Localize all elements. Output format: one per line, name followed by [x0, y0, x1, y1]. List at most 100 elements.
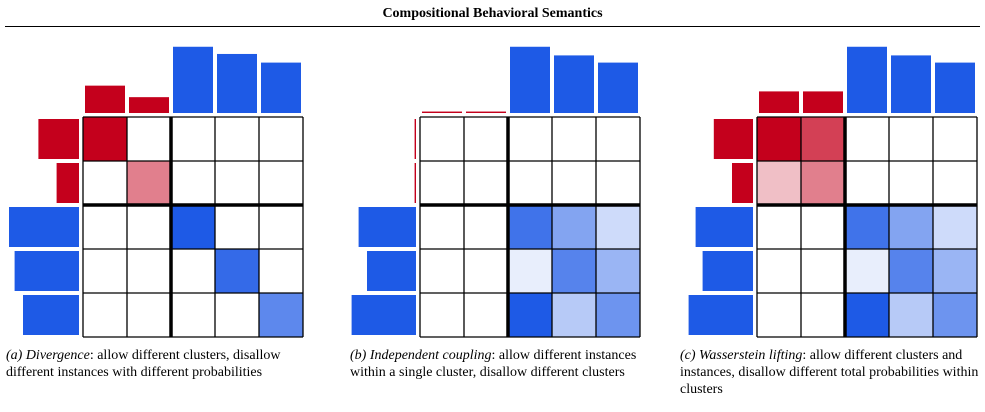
matrix-cell	[83, 117, 127, 161]
matrix-cell	[933, 249, 977, 293]
left-bar	[702, 251, 753, 291]
matrix-cell	[83, 293, 127, 337]
matrix-cell	[508, 293, 552, 337]
matrix-cell	[596, 205, 640, 249]
page-title: Compositional Behavioral Semantics	[382, 6, 603, 21]
header-rule	[5, 26, 980, 27]
matrix-cell	[420, 249, 464, 293]
top-bar	[935, 62, 975, 113]
matrix-cell	[259, 161, 303, 205]
matrix-cell	[757, 293, 801, 337]
left-bar	[414, 163, 416, 203]
matrix-cell	[933, 293, 977, 337]
left-bar	[56, 163, 79, 203]
top-bar	[129, 97, 169, 113]
caption-c: (c) Wasserstein lifting: allow different…	[680, 347, 980, 398]
matrix-cell	[508, 117, 552, 161]
left-bar	[23, 295, 79, 335]
matrix-cell	[420, 205, 464, 249]
matrix-cell	[889, 117, 933, 161]
matrix-cell	[464, 161, 508, 205]
matrix-cell	[464, 249, 508, 293]
top-bar	[85, 85, 125, 113]
matrix-cell	[127, 205, 171, 249]
matrix-cell	[933, 205, 977, 249]
matrix-cell	[757, 249, 801, 293]
matrix-cell	[933, 161, 977, 205]
left-bar	[688, 295, 753, 335]
left-bar	[14, 251, 80, 291]
matrix-cell	[508, 249, 552, 293]
matrix-cell	[801, 249, 845, 293]
matrix-cell	[552, 293, 596, 337]
matrix-cell	[845, 117, 889, 161]
top-bar	[554, 55, 594, 113]
caption-c-lead: (c) Wasserstein lifting	[680, 348, 803, 363]
matrix-cell	[259, 205, 303, 249]
matrix-cell	[171, 205, 215, 249]
matrix-cell	[464, 117, 508, 161]
matrix-cell	[889, 161, 933, 205]
top-bar	[217, 53, 257, 113]
caption-b-lead: (b) Independent coupling	[350, 348, 492, 363]
top-bar	[261, 62, 301, 113]
matrix-cell	[552, 249, 596, 293]
matrix-cell	[801, 161, 845, 205]
matrix-cell	[127, 161, 171, 205]
left-bar	[713, 119, 753, 159]
matrix-cell	[171, 293, 215, 337]
matrix-cell	[83, 249, 127, 293]
left-bar	[38, 119, 79, 159]
page-header: Compositional Behavioral Semantics	[0, 0, 985, 30]
left-bar	[367, 251, 416, 291]
matrix-cell	[464, 293, 508, 337]
matrix-cell	[596, 161, 640, 205]
matrix-cell	[552, 161, 596, 205]
left-bar	[732, 163, 753, 203]
panel-c	[688, 46, 978, 338]
caption-a-lead: (a) Divergence	[6, 348, 90, 363]
top-bar	[847, 46, 887, 114]
matrix-cell	[215, 205, 259, 249]
matrix-cell	[757, 205, 801, 249]
matrix-cell	[845, 161, 889, 205]
left-bar	[358, 207, 416, 247]
matrix-cell	[889, 205, 933, 249]
matrix-cell	[171, 161, 215, 205]
left-bar	[414, 119, 416, 159]
top-bar	[173, 46, 213, 114]
matrix-cell	[845, 249, 889, 293]
matrix-cell	[215, 161, 259, 205]
matrix-cell	[801, 205, 845, 249]
matrix-cell	[596, 249, 640, 293]
matrix-cell	[420, 161, 464, 205]
matrix-cell	[596, 293, 640, 337]
caption-a-text: : allow different clusters, disallow dif…	[6, 348, 281, 380]
matrix-cell	[127, 249, 171, 293]
top-bar	[759, 91, 799, 113]
matrix-cell	[933, 117, 977, 161]
matrix-cell	[464, 205, 508, 249]
matrix-cell	[215, 249, 259, 293]
top-bar	[466, 111, 506, 113]
caption-b: (b) Independent coupling: allow differen…	[350, 347, 650, 381]
caption-c-text: : allow different clusters and instances…	[680, 348, 979, 397]
matrix-cell	[508, 161, 552, 205]
matrix-cell	[889, 293, 933, 337]
matrix-cell	[420, 293, 464, 337]
top-bar	[510, 46, 550, 114]
matrix-cell	[215, 293, 259, 337]
matrix-cell	[420, 117, 464, 161]
matrix-cell	[757, 161, 801, 205]
matrix-cell	[845, 205, 889, 249]
matrix-cell	[259, 293, 303, 337]
matrix-cell	[889, 249, 933, 293]
matrix-cell	[127, 293, 171, 337]
matrix-cell	[215, 117, 259, 161]
top-bar	[803, 91, 843, 113]
top-bar	[598, 62, 638, 113]
matrix-cell	[801, 117, 845, 161]
matrix-cell	[552, 205, 596, 249]
top-bar	[891, 55, 931, 113]
matrix-cell	[171, 249, 215, 293]
